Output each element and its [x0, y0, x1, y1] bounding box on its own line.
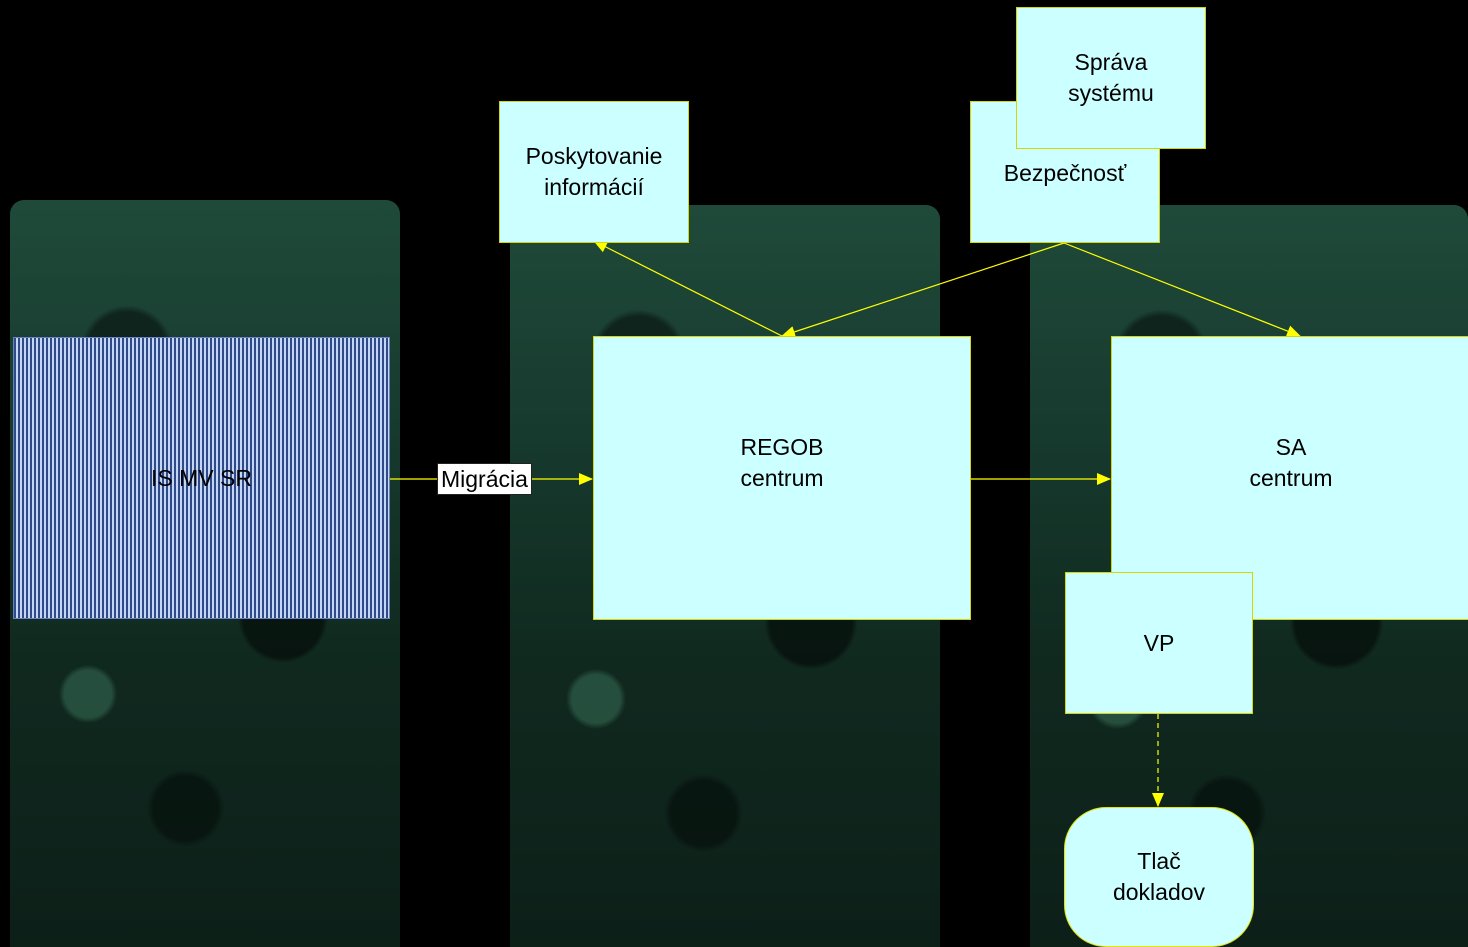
node-poskytovanie-label: Poskytovanie informácií	[525, 143, 663, 200]
node-tlac-dokladov: Tlač dokladov	[1064, 807, 1254, 947]
node-vp-label: VP	[1143, 629, 1175, 656]
edge-bezpecnost-sa	[1063, 242, 1301, 337]
node-is-mv-sr: IS MV SR	[13, 337, 390, 619]
node-sprava-systemu: Správa systému	[1016, 7, 1206, 149]
node-vp: VP	[1065, 572, 1253, 714]
edge-label-migracia: Migrácia	[437, 463, 532, 495]
node-is-mv-sr-label: IS MV SR	[151, 464, 252, 491]
node-tlac-label: Tlač dokladov	[1112, 848, 1206, 905]
node-sa-centrum-label: SA centrum	[1249, 434, 1333, 491]
node-bezpecnost-label: Bezpečnosť	[1003, 159, 1127, 186]
edge-bezpecnost-regob	[781, 242, 1065, 338]
node-poskytovanie-informacii: Poskytovanie informácií	[499, 101, 689, 243]
node-regob-centrum: REGOB centrum	[593, 336, 971, 620]
edge-regob-poskytovanie	[593, 240, 783, 337]
node-regob-centrum-label: REGOB centrum	[740, 434, 824, 491]
node-sprava-label: Správa systému	[1068, 49, 1154, 106]
